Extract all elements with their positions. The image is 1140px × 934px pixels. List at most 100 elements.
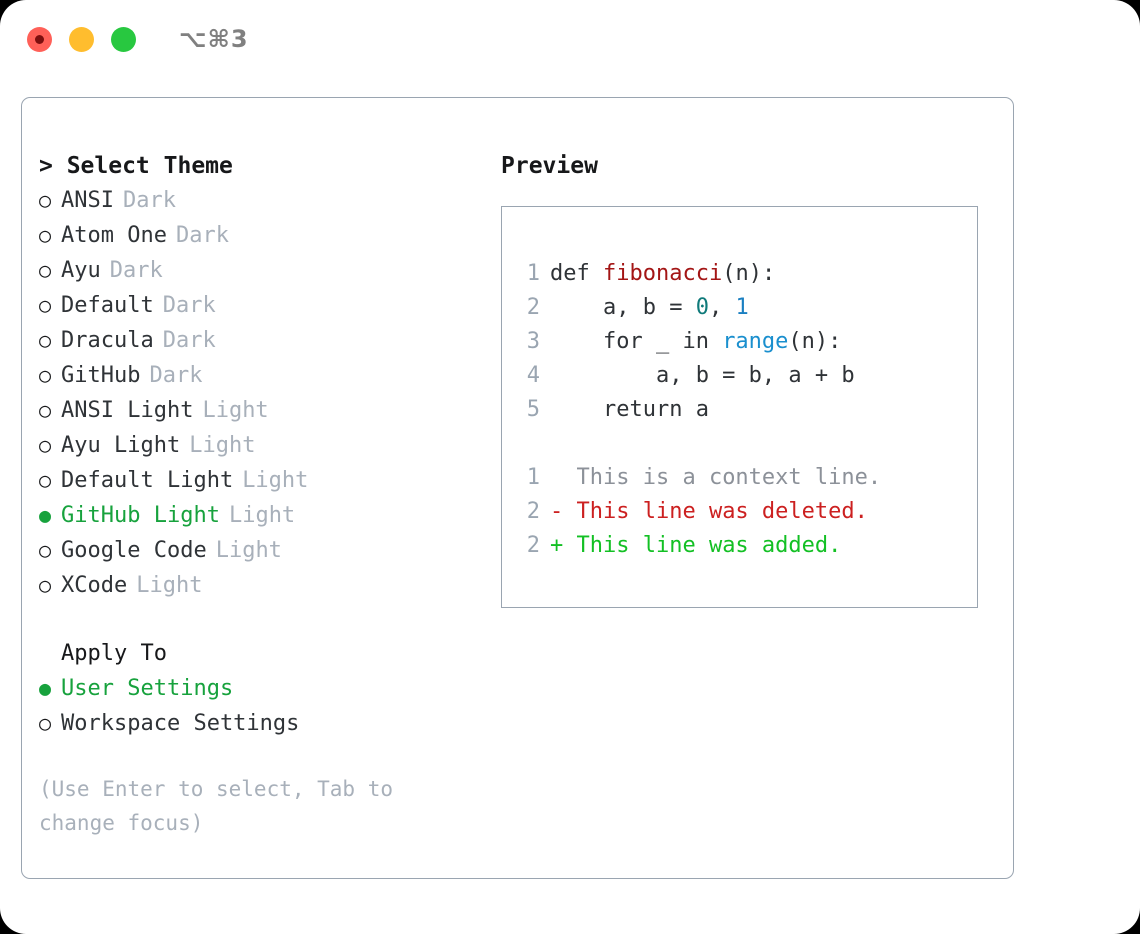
- radio-unselected-icon: ○: [39, 711, 52, 735]
- theme-variant-tag: Light: [242, 468, 309, 493]
- radio-unselected-icon: ○: [39, 258, 52, 282]
- theme-variant-tag: Light: [228, 503, 296, 528]
- apply-to-option-label: Workspace Settings: [61, 711, 300, 736]
- theme-variant-tag: Dark: [109, 258, 163, 283]
- radio-unselected-icon: ○: [39, 188, 52, 212]
- theme-option-label: Dracula: [61, 328, 154, 353]
- radio-selected-icon: ●: [39, 503, 52, 527]
- theme-variant-tag: Light: [215, 538, 282, 563]
- theme-option-label: Default Light: [61, 468, 234, 493]
- code-token: range: [722, 329, 789, 354]
- theme-option-label: Ayu Light: [61, 433, 181, 458]
- radio-unselected-icon: ○: [39, 363, 52, 387]
- diff-text: This is a context line.: [563, 465, 882, 490]
- code-line: 5 return a: [516, 393, 977, 427]
- line-number: 2: [526, 499, 540, 524]
- recording-indicator-icon: [35, 34, 44, 44]
- list-spacer: [39, 603, 479, 637]
- apply-to-heading: Apply To: [61, 641, 167, 666]
- diff-sample: 1 This is a context line.2- This line wa…: [516, 461, 977, 563]
- code-gap: [516, 427, 977, 461]
- radio-unselected-icon: ○: [39, 398, 52, 422]
- theme-option-dracula[interactable]: ○ Dracula Dark: [39, 323, 479, 358]
- apply-to-option-user-settings[interactable]: ● User Settings: [39, 671, 479, 706]
- minimize-button[interactable]: [69, 26, 94, 52]
- theme-variant-tag: Dark: [175, 223, 229, 248]
- diff-text: This line was added.: [563, 533, 842, 558]
- code-line: 2 a, b = 0, 1: [516, 291, 977, 325]
- radio-unselected-icon: ○: [39, 433, 52, 457]
- theme-option-label: Google Code: [61, 538, 207, 563]
- theme-option-atom-one[interactable]: ○ Atom One Dark: [39, 218, 479, 253]
- keyboard-shortcut-label: ⌥⌘3: [179, 25, 249, 53]
- line-number: 3: [526, 329, 540, 354]
- radio-unselected-icon: ○: [39, 293, 52, 317]
- page-title: > Select Theme: [39, 153, 233, 179]
- keyboard-hint: (Use Enter to select, Tab to change focu…: [39, 777, 406, 835]
- title-bar: ⌥⌘3: [0, 0, 1140, 78]
- theme-variant-tag: Dark: [149, 363, 203, 388]
- diff-line-del: 2- This line was deleted.: [516, 495, 977, 529]
- diff-line-ctx: 1 This is a context line.: [516, 461, 977, 495]
- theme-option-label: GitHub Light: [61, 503, 220, 528]
- radio-unselected-icon: ○: [39, 223, 52, 247]
- theme-option-ayu-light[interactable]: ○ Ayu Light Light: [39, 428, 479, 463]
- theme-option-ayu[interactable]: ○ Ayu Dark: [39, 253, 479, 288]
- code-token: 1: [735, 295, 749, 320]
- preview-title: Preview: [501, 153, 598, 179]
- code-token: a, b = b, a + b: [550, 363, 855, 388]
- apply-to-list[interactable]: ● User Settings ○ Workspace Settings: [39, 671, 479, 741]
- code-token: return a: [550, 397, 709, 422]
- close-button[interactable]: [27, 26, 52, 52]
- code-token: ,: [708, 295, 736, 320]
- line-number: 1: [526, 261, 540, 286]
- theme-variant-tag: Dark: [162, 328, 216, 353]
- line-number: 2: [526, 533, 540, 558]
- line-number: 1: [526, 465, 540, 490]
- code-token: fibonacci: [602, 261, 723, 286]
- window-controls: [27, 26, 136, 52]
- radio-unselected-icon: ○: [39, 328, 52, 352]
- apply-to-option-workspace-settings[interactable]: ○ Workspace Settings: [39, 706, 479, 741]
- theme-variant-tag: Light: [202, 398, 269, 423]
- theme-option-default-light[interactable]: ○ Default Light Light: [39, 463, 479, 498]
- radio-unselected-icon: ○: [39, 468, 52, 492]
- diff-marker: [550, 461, 563, 495]
- code-line: 4 a, b = b, a + b: [516, 359, 977, 393]
- line-number: 4: [526, 363, 540, 388]
- code-token: (n):: [788, 329, 842, 354]
- line-number: 5: [526, 397, 540, 422]
- apply-to-option-label: User Settings: [61, 676, 234, 701]
- theme-variant-tag: Dark: [122, 188, 176, 213]
- theme-option-label: ANSI: [61, 188, 114, 213]
- diff-marker: -: [550, 499, 564, 524]
- theme-option-label: Atom One: [61, 223, 167, 248]
- diff-marker: +: [550, 533, 564, 558]
- maximize-button[interactable]: [111, 26, 136, 52]
- diff-line-add: 2 + This line was added.: [516, 529, 977, 563]
- radio-unselected-icon: ○: [39, 538, 52, 562]
- radio-unselected-icon: ○: [39, 573, 52, 597]
- diff-text: This line was deleted.: [563, 499, 868, 524]
- theme-option-ansi[interactable]: ○ ANSI Dark: [39, 183, 479, 218]
- radio-selected-icon: ●: [39, 676, 52, 700]
- theme-option-google-code[interactable]: ○ Google Code Light: [39, 533, 479, 568]
- theme-option-label: Ayu: [61, 258, 101, 283]
- theme-option-github-light[interactable]: ● GitHub Light Light: [39, 498, 479, 533]
- code-line: 3 for _ in range(n):: [516, 325, 977, 359]
- theme-variant-tag: Light: [189, 433, 256, 458]
- line-number: 2: [526, 295, 540, 320]
- theme-variant-tag: Light: [136, 573, 203, 598]
